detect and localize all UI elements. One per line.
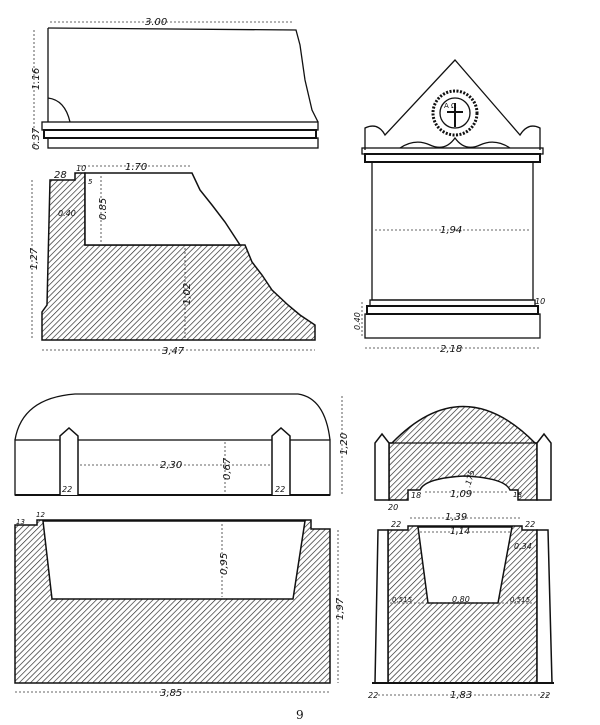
lid-section-figure: 18 1,09 .175 18 20 [374,405,552,512]
dim-total-height: 1,97 [335,597,346,620]
dim-rise: .175 [463,469,476,489]
dim-plinth: 10 [535,297,545,306]
dim-post-left: 22 [62,485,72,494]
dim-total-width: 2,18 [440,344,462,355]
dim-total-height: 1,27 [29,247,40,270]
chest-cross-section-figure: 1,39 1,14 22 22 0,34 0,515 0,80 0,515 1,… [368,512,554,701]
dim-lip: 0,34 [514,542,532,551]
dim-post-right: 22 [275,485,285,494]
dim-step-right: 18 [513,491,522,499]
dim-outer-opening: 1,39 [445,512,467,523]
dim-total-width: 3,47 [162,346,185,357]
slab-section-figure: 28 10 5 1.70 0.85 0.40 1,27 1,02 3,47 [29,162,316,357]
slab-elevation-figure: 3.00 1.16 0.37 [31,17,319,150]
dim-base-height: 0.40 [353,312,362,330]
dim-ledge: 13 [16,518,25,526]
dim-pillar-left: 22 [368,691,378,700]
dim-depth: 0,95 [219,553,230,575]
dim-ledge: 28 [54,170,67,181]
dim-lip-height: 5 [88,178,93,186]
dim-step-left: 18 [411,491,421,500]
dim-ledge-left: 22 [391,520,401,529]
dim-depth: 0.85 [98,198,109,220]
dim-wall-left: 0,515 [392,596,413,604]
dim-offset: 20 [388,503,398,512]
dim-body-width: 1,94 [440,225,462,236]
dim-pillar-right: 22 [540,691,550,700]
dim-opening: 1.70 [125,162,147,173]
page-number: 9 [296,708,304,722]
dim-span: 1,09 [450,489,472,500]
dim-lip: 10 [76,164,86,173]
dim-span: 2,30 [160,460,182,471]
dim-ledge-right: 22 [525,520,535,529]
stele-figure: A Ω 1,94 0.40 10 2,18 [353,59,545,355]
dim-bottom: 0,80 [452,595,470,604]
chest-section-figure: 13 12 0,95 1,97 3,85 [14,511,346,699]
dim-lip: 12 [36,511,45,519]
dim-width: 1,83 [450,690,472,701]
dim-total-width: 3,85 [160,688,182,699]
dim-height: 1.16 [31,68,42,90]
medallion-letters: A Ω [444,102,457,110]
dim-height: 0,67 [222,457,233,480]
dim-wall-right: 0,515 [510,596,531,604]
dim-base: 0.37 [31,127,42,150]
dim-inner-opening: 1,14 [450,527,470,537]
dim-lower-height: 1,02 [182,283,193,305]
lid-elevation-figure: 2,30 0,67 22 22 1,20 [14,393,350,496]
dim-total-height: 1,20 [339,433,350,455]
dim-width: 3.00 [145,17,167,28]
dim-wall: 0.40 [58,209,76,218]
